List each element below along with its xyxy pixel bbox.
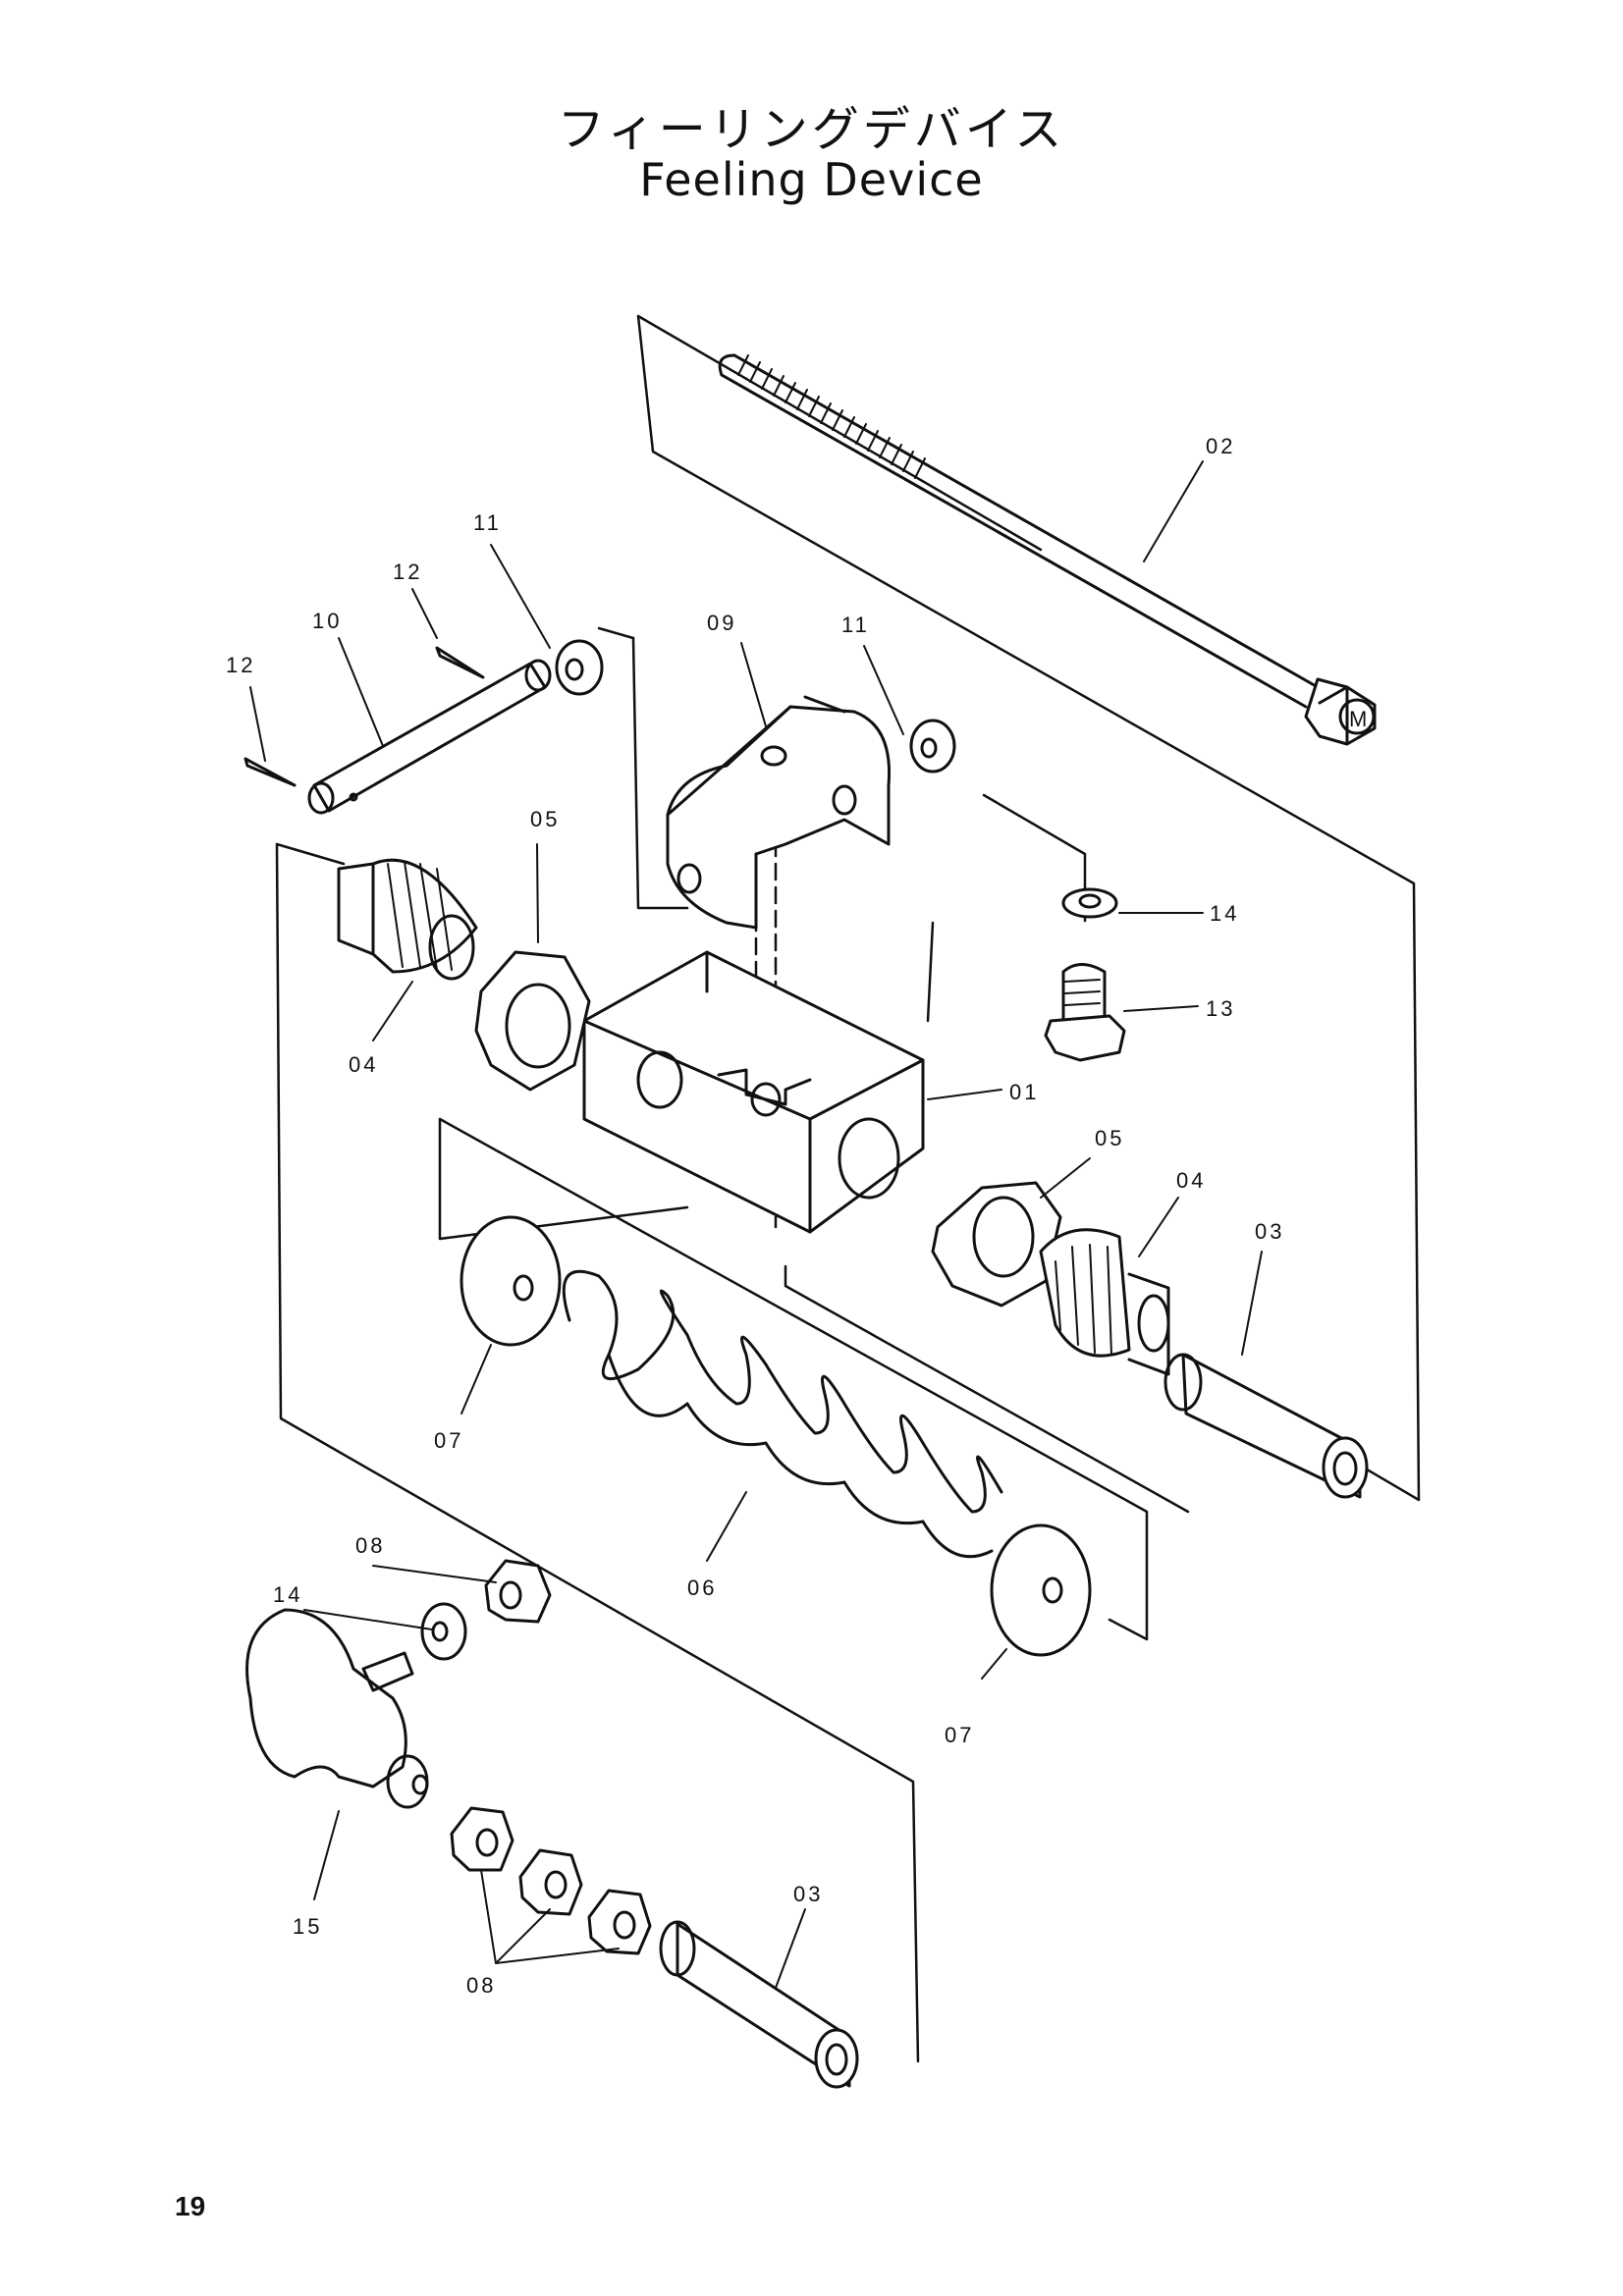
callout-02: 02 (1206, 434, 1235, 458)
title-english: Feeling Device (639, 153, 984, 206)
part-05-nut-lower (931, 1181, 1062, 1308)
callout-07-upper: 07 (434, 1428, 463, 1453)
callout-08-upper: 08 (355, 1533, 385, 1558)
callout-05-upper: 05 (530, 807, 560, 831)
part-11-washers (555, 639, 956, 774)
part-03-spacer-upper (1163, 1353, 1369, 1499)
callout-11-left: 11 (473, 510, 502, 535)
callout-03-upper: 03 (1255, 1219, 1284, 1244)
part-12-cotter-pins (243, 646, 485, 787)
callout-01: 01 (1009, 1080, 1039, 1104)
part-08-nuts (450, 1559, 652, 1955)
callout-03-lower: 03 (793, 1882, 823, 1906)
part-14-washer (1061, 887, 1118, 919)
callout-12-lower: 12 (226, 653, 255, 677)
part-02-bolt: M (718, 353, 1377, 746)
part-04-sleeve-lower (1039, 1228, 1170, 1376)
bolt-head-mark: M (1349, 707, 1370, 731)
callout-12-upper: 12 (393, 560, 422, 584)
part-01-block (582, 950, 925, 1234)
page-number: 19 (175, 2191, 206, 2221)
callout-10: 10 (312, 609, 342, 633)
callout-09: 09 (707, 611, 736, 635)
title-japanese: フィーリングデバイス (557, 102, 1066, 157)
callout-07-lower: 07 (945, 1723, 974, 1747)
callout-05-lower: 05 (1095, 1126, 1124, 1150)
callout-04-lower: 04 (1176, 1168, 1206, 1193)
part-10-pin (307, 659, 552, 815)
part-13-bolt (1044, 963, 1126, 1062)
callout-11-right: 11 (841, 613, 870, 637)
callout-14-lower: 14 (273, 1582, 302, 1607)
part-05-nut-upper (474, 950, 591, 1092)
part-07-washer-upper (460, 1215, 562, 1347)
part-07-washer-lower (990, 1523, 1092, 1657)
callout-06: 06 (687, 1575, 717, 1600)
part-03-spacer-lower (659, 1920, 859, 2089)
part-09-bracket (666, 695, 892, 930)
callout-08-lower: 08 (466, 1973, 496, 1998)
assembly-guide-lines (275, 314, 1421, 2063)
callout-04-upper: 04 (349, 1052, 378, 1077)
leader-lines (249, 460, 1263, 1989)
callout-14-upper: 14 (1210, 901, 1239, 926)
part-06-spring (562, 1269, 1003, 1559)
callout-15: 15 (293, 1914, 322, 1939)
callout-13: 13 (1206, 996, 1235, 1021)
part-15-rod-end (245, 1608, 429, 1809)
part-14-washer-lower (420, 1602, 467, 1661)
part-04-sleeve-upper (337, 858, 478, 981)
